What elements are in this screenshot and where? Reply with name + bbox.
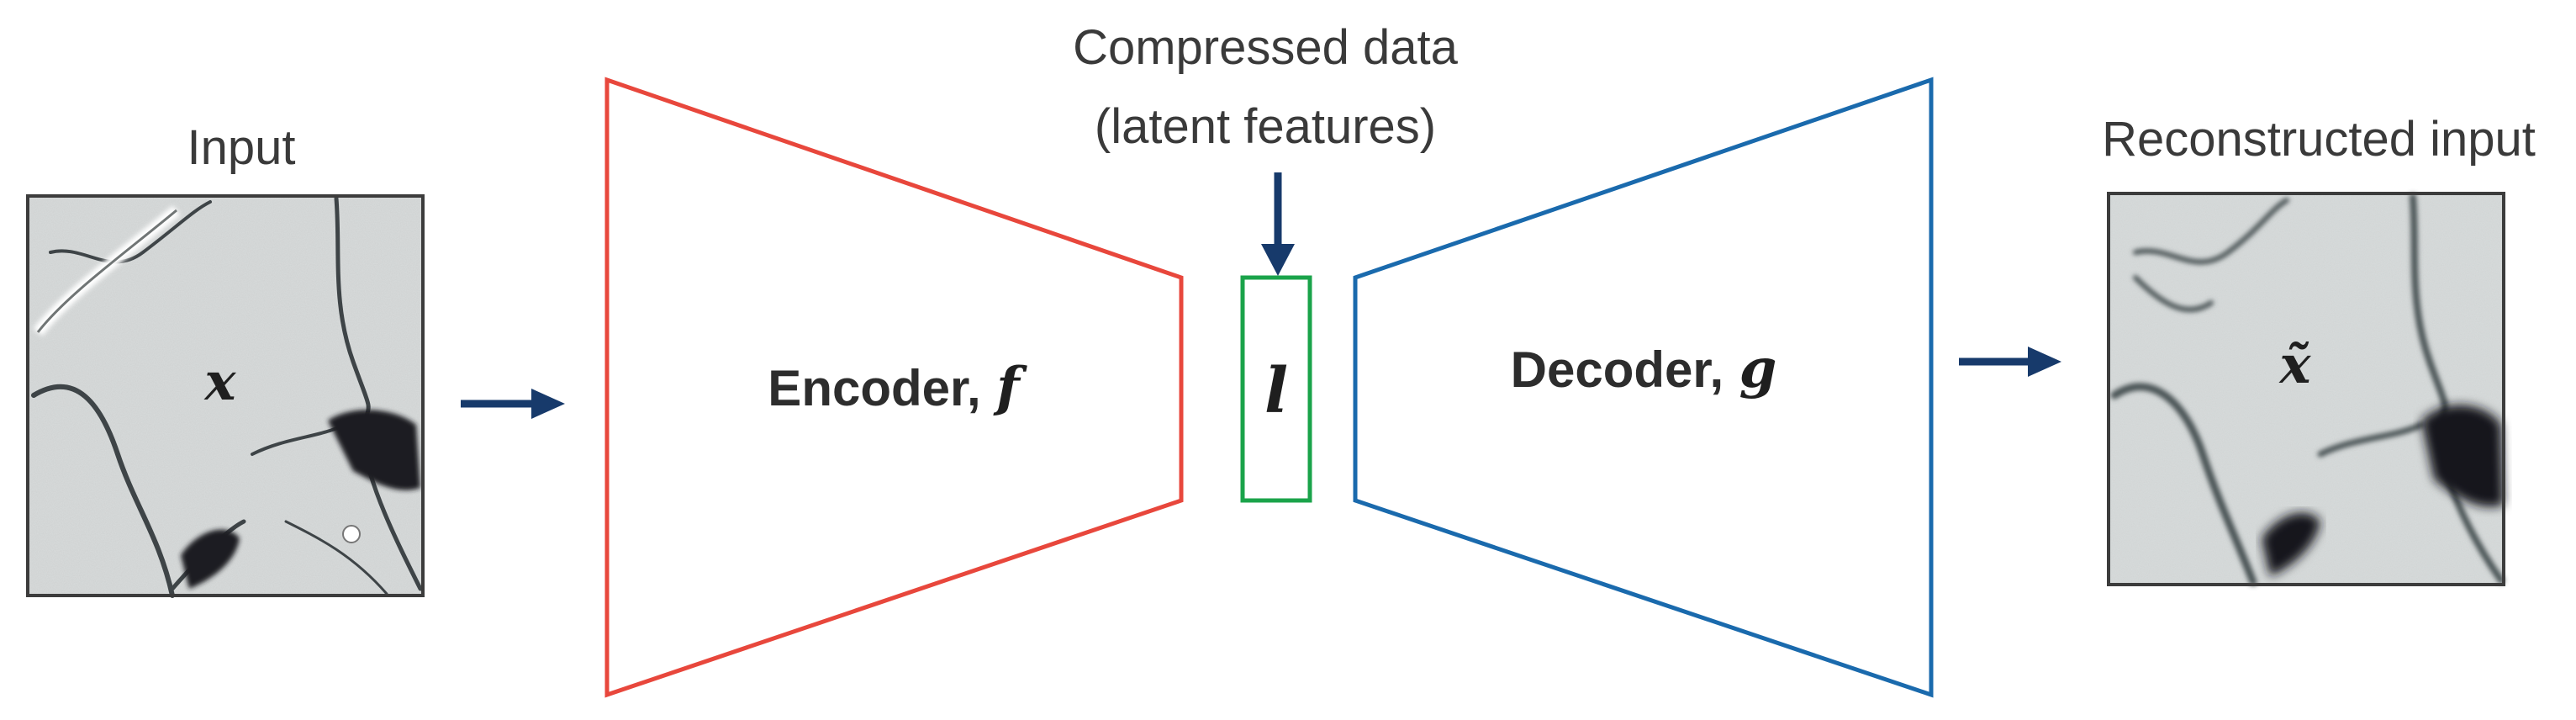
input-symbol: x: [203, 351, 237, 412]
input-image: x: [26, 194, 425, 598]
right-arrow-icon: [461, 389, 565, 419]
encoder-trapezoid: [604, 77, 1184, 698]
latent-title-line1: Compressed data: [1073, 20, 1459, 75]
down-arrow-icon: [1261, 172, 1295, 276]
input-title: Input: [187, 120, 296, 175]
latent-symbol: l: [1264, 355, 1288, 427]
latent-title-line2: (latent features): [1095, 99, 1436, 154]
decoder-trapezoid: [1353, 77, 1934, 698]
decoder-label: Decoder, g: [1511, 337, 1777, 400]
output-image: x̃: [2107, 192, 2505, 586]
encoder-label: Encoder, f: [768, 356, 1027, 419]
output-title: Reconstructed input: [2102, 112, 2536, 167]
right-arrow-icon: [1959, 347, 2061, 377]
output-symbol: x̃: [2278, 334, 2312, 395]
latent-box: [1240, 275, 1312, 503]
